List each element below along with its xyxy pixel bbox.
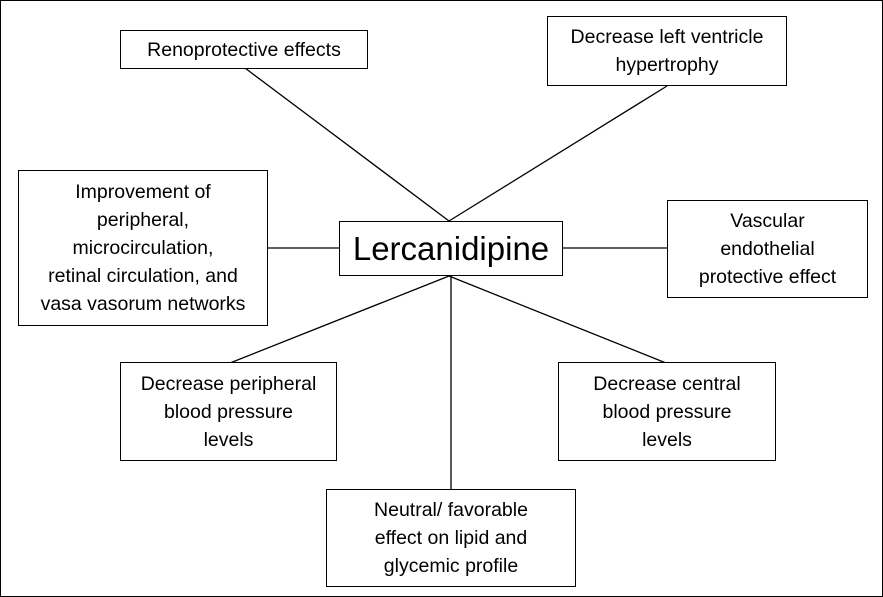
connector-central-bp xyxy=(448,275,667,364)
effect-box-central-blood-pressure: Decrease central blood pressure levels xyxy=(558,362,776,461)
effect-box-lipid-glycemic-profile: Neutral/ favorable effect on lipid and g… xyxy=(326,489,576,587)
center-node-lercanidipine: Lercanidipine xyxy=(339,221,563,276)
effect-box-renoprotective: Renoprotective effects xyxy=(120,30,368,69)
connector-left-ventricle xyxy=(448,85,668,222)
effect-box-microcirculation: Improvement of peripheral, microcirculat… xyxy=(18,170,268,326)
connector-peripheral-bp xyxy=(229,275,450,364)
connector-renoprotective xyxy=(244,67,450,222)
effect-box-endothelial-protection: Vascular endothelial protective effect xyxy=(667,200,868,298)
effect-box-left-ventricle-hypertrophy: Decrease left ventricle hypertrophy xyxy=(547,16,787,86)
effect-box-peripheral-blood-pressure: Decrease peripheral blood pressure level… xyxy=(120,362,337,461)
